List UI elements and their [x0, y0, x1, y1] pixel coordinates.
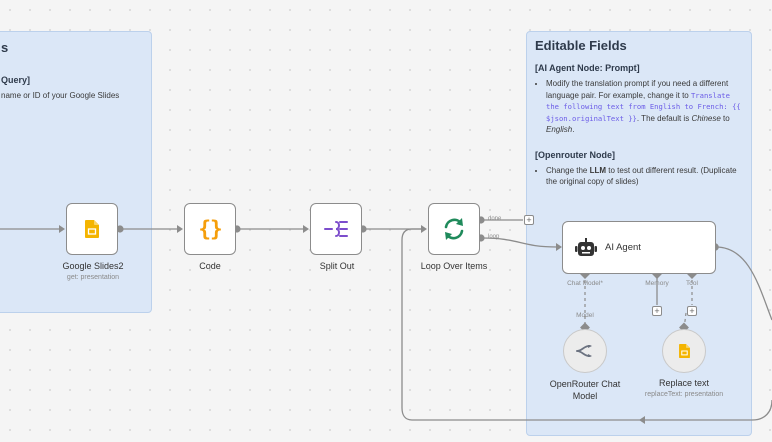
text-part: .: [572, 125, 575, 134]
arrow-into-splitout: [303, 225, 309, 233]
text-part: Change the: [546, 165, 590, 175]
sticky-right-section2-list: Change the LLM to test out different res…: [535, 165, 743, 188]
wire-agent-out: [715, 246, 772, 321]
loop-loop-label: loop: [488, 234, 500, 240]
wire-return: [401, 228, 772, 421]
loop-over-items-label: Loop Over Items: [420, 261, 488, 271]
arrow-into-agent: [556, 243, 562, 251]
arrow-into-code: [177, 225, 183, 233]
sticky-left-title: s: [1, 40, 9, 55]
replace-text-sub: replaceText: presentation: [644, 391, 724, 398]
split-out-label: Split Out: [319, 261, 355, 271]
google-slides-label: Google Slides2: [62, 261, 124, 271]
replace-text-node[interactable]: [662, 329, 706, 373]
add-memory-button[interactable]: +: [652, 306, 662, 316]
code-label: Code: [199, 261, 221, 271]
memory-port-label: Memory: [645, 280, 669, 287]
sticky-left-subtitle: Query]: [1, 75, 31, 85]
arrow-into-google-slides: [59, 225, 65, 233]
ai-agent-label: AI Agent: [605, 242, 641, 253]
add-node-after-done-button[interactable]: +: [524, 215, 534, 225]
sticky-right-section2-item: Change the LLM to test out different res…: [546, 165, 743, 188]
google-slides-sub: get: presentation: [66, 274, 120, 281]
text-part: to test out different result. (Duplicate…: [546, 165, 737, 187]
google-slides-node[interactable]: [66, 203, 118, 255]
code-braces-icon: {}: [198, 217, 222, 241]
text-em: English: [546, 125, 573, 134]
port-google-slides-out: [116, 225, 124, 233]
chat-model-port-label: Chat Model*: [567, 280, 603, 287]
arrow-return: [639, 416, 645, 424]
google-slides-icon: [85, 220, 99, 238]
text-bold: LLM: [589, 165, 607, 175]
add-tool-button[interactable]: +: [687, 306, 697, 316]
replace-text-label: Replace text: [658, 378, 710, 388]
loop-over-items-node[interactable]: [428, 203, 480, 255]
prompt-code: Translate the following text from Englis…: [546, 90, 741, 123]
arrow-into-loop: [421, 225, 427, 233]
openrouter-icon: [576, 345, 592, 357]
model-edge-label: Model: [576, 312, 594, 319]
robot-icon: [575, 238, 597, 256]
text-part: Modify the translation prompt if you nee…: [546, 79, 729, 100]
sticky-right-title: Editable Fields: [535, 38, 627, 53]
split-out-icon: [324, 221, 348, 237]
sticky-right-section2-title: [Openrouter Node]: [535, 149, 615, 160]
sticky-note-left[interactable]: s Query] name or ID of your Google Slide…: [0, 31, 152, 313]
sticky-left-text: name or ID of your Google Slides: [1, 91, 120, 100]
sticky-right-section1-list: Modify the translation prompt if you nee…: [535, 78, 743, 136]
sticky-right-section1-title: [AI Agent Node: Prompt]: [535, 63, 640, 73]
ai-agent-node[interactable]: AI Agent: [562, 221, 716, 274]
loop-icon: [444, 218, 464, 240]
openrouter-chat-model-node[interactable]: [563, 329, 607, 373]
openrouter-label: OpenRouter Chat Model: [549, 379, 621, 401]
text-part: . The default is: [636, 113, 692, 123]
loop-done-label: done: [488, 216, 502, 222]
code-node[interactable]: {}: [184, 203, 236, 255]
tool-port-label: Tool: [686, 280, 698, 287]
split-out-node[interactable]: [310, 203, 362, 255]
wire-loop-to-agent: [481, 237, 558, 248]
sticky-right-section1-item: Modify the translation prompt if you nee…: [546, 78, 743, 136]
text-em: Chinese: [691, 113, 721, 123]
google-slides-icon: [678, 344, 690, 358]
text-part: to: [720, 113, 730, 123]
